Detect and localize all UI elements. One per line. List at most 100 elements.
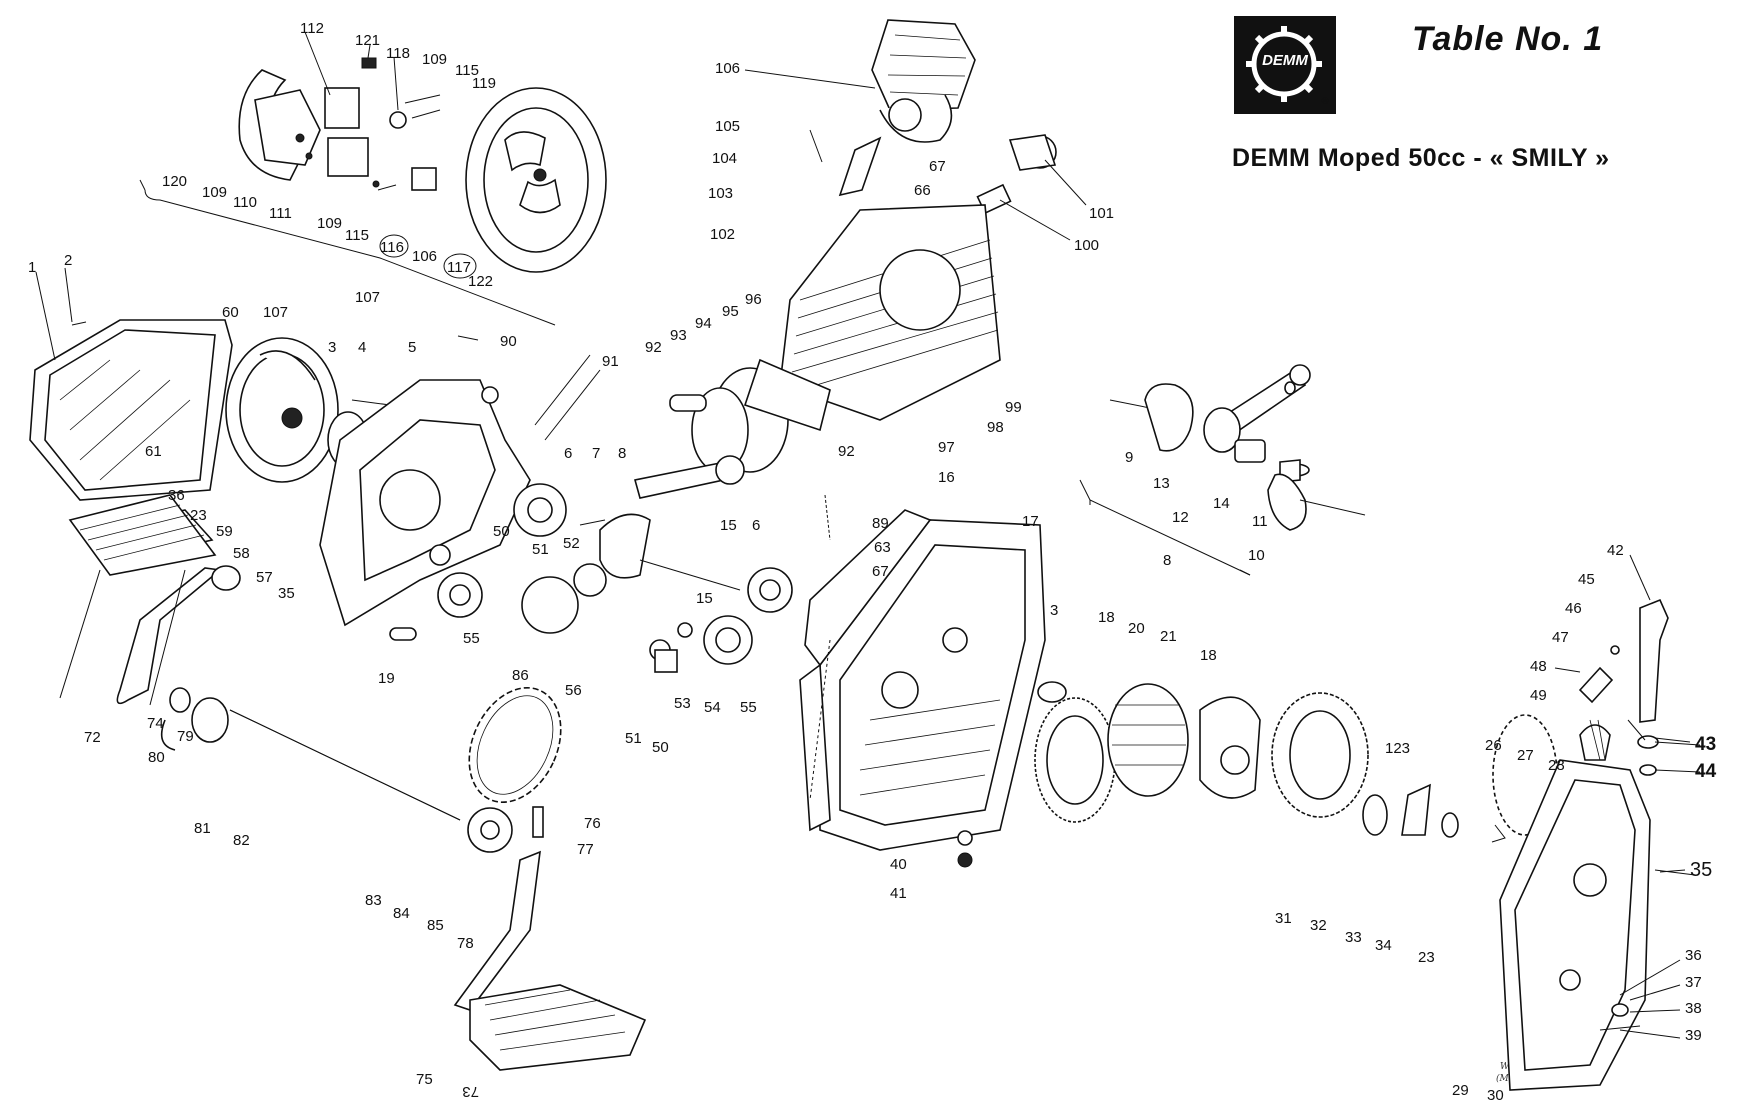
callout-54: 54 xyxy=(704,699,721,716)
callout-3b: 3 xyxy=(1050,602,1058,619)
callout-5: 5 xyxy=(408,339,416,356)
callout-123: 123 xyxy=(1385,740,1410,757)
callout-56: 56 xyxy=(565,682,582,699)
callout-13: 13 xyxy=(1153,475,1170,492)
callout-67b: 67 xyxy=(872,563,889,580)
callout-103: 103 xyxy=(708,185,733,202)
callout-38: 38 xyxy=(1685,1000,1702,1017)
callout-50b: 50 xyxy=(652,739,669,756)
callout-44: 44 xyxy=(1695,761,1717,782)
callout-78: 78 xyxy=(457,935,474,952)
callout-63: 63 xyxy=(874,539,891,556)
callout-95: 95 xyxy=(722,303,739,320)
callout-102: 102 xyxy=(710,226,735,243)
callout-93: 93 xyxy=(670,327,687,344)
callout-49: 49 xyxy=(1530,687,1547,704)
callout-30: 30 xyxy=(1487,1087,1504,1104)
callout-31: 31 xyxy=(1275,910,1292,927)
callout-45: 45 xyxy=(1578,571,1595,588)
callout-90: 90 xyxy=(500,333,517,350)
callout-107b: 107 xyxy=(355,289,380,306)
callout-122: 122 xyxy=(468,273,493,290)
callout-77: 77 xyxy=(577,841,594,858)
callout-72: 72 xyxy=(84,729,101,746)
callout-57: 57 xyxy=(256,569,273,586)
cylinder-drawing xyxy=(669,204,1001,473)
callout-48: 48 xyxy=(1530,658,1547,675)
callout-36b: 36 xyxy=(1685,947,1702,964)
callout-10: 10 xyxy=(1248,547,1265,564)
callout-66: 66 xyxy=(914,182,931,199)
right-crankcase-drawing xyxy=(799,509,1046,868)
callout-112: 112 xyxy=(300,20,324,37)
callout-109c: 109 xyxy=(317,215,342,232)
magneto-group-drawing xyxy=(238,57,607,273)
callout-29: 29 xyxy=(1452,1082,1469,1099)
callout-60: 60 xyxy=(222,304,239,321)
callout-104: 104 xyxy=(712,150,737,167)
model-subtitle: DEMM Moped 50cc - « SMILY » xyxy=(1232,144,1610,172)
callout-40: 40 xyxy=(890,856,907,873)
callout-41: 41 xyxy=(890,885,907,902)
callout-23: 23 xyxy=(190,507,207,524)
callout-23b: 23 xyxy=(1418,949,1435,966)
callout-97: 97 xyxy=(938,439,955,456)
callout-92: 92 xyxy=(645,339,662,356)
callout-92b: 92 xyxy=(838,443,855,460)
table-title: Table No. 1 xyxy=(1412,20,1604,58)
callout-6: 6 xyxy=(564,445,572,462)
leader-lines xyxy=(35,31,1701,1039)
demm-logo: DEMM xyxy=(1234,16,1336,114)
callout-109: 109 xyxy=(422,51,447,68)
callout-1: 1 xyxy=(28,259,36,276)
callout-11: 11 xyxy=(1252,513,1268,530)
lever-drawing xyxy=(1554,598,1669,776)
callout-75: 75 xyxy=(416,1071,433,1088)
callout-106: 106 xyxy=(715,60,740,77)
callout-116: 116 xyxy=(380,239,404,256)
callout-17: 17 xyxy=(1022,513,1039,530)
callout-14: 14 xyxy=(1213,495,1230,512)
callout-86: 86 xyxy=(512,667,529,684)
callout-111: 111 xyxy=(269,205,292,222)
callout-85: 85 xyxy=(427,917,444,934)
callout-9: 9 xyxy=(1125,449,1133,466)
callout-20: 20 xyxy=(1128,620,1145,637)
callout-8b: 8 xyxy=(1163,552,1171,569)
chain-drawing xyxy=(468,686,562,804)
callout-33: 33 xyxy=(1345,929,1362,946)
callout-3: 3 xyxy=(328,339,336,356)
callout-121: 121 xyxy=(355,32,380,49)
callout-15: 15 xyxy=(720,517,737,534)
callout-118: 118 xyxy=(386,45,410,62)
callout-106b: 106 xyxy=(412,248,437,265)
callout-15b: 15 xyxy=(696,590,713,607)
callout-51b: 51 xyxy=(625,730,642,747)
callout-109b: 109 xyxy=(202,184,227,201)
callout-110: 110 xyxy=(233,194,257,211)
registered-mark: ® xyxy=(1320,96,1330,107)
callout-59: 59 xyxy=(216,523,233,540)
callout-96: 96 xyxy=(745,291,762,308)
side-cover-drawing xyxy=(29,319,233,501)
pedal-shaft-drawing xyxy=(160,687,647,1071)
right-cover-drawing xyxy=(1499,719,1696,1091)
callout-81: 81 xyxy=(194,820,211,837)
callout-67: 67 xyxy=(929,158,946,175)
callout-119: 119 xyxy=(472,75,496,92)
callout-55b: 55 xyxy=(740,699,757,716)
callout-61: 61 xyxy=(145,443,162,460)
callout-101: 101 xyxy=(1089,205,1114,222)
callout-21: 21 xyxy=(1160,628,1177,645)
circled-callout-outlines xyxy=(379,234,477,279)
callout-74: 74 xyxy=(147,715,164,732)
callout-84: 84 xyxy=(393,905,410,922)
callout-18b: 18 xyxy=(1200,647,1217,664)
callout-80: 80 xyxy=(148,749,165,766)
callout-91: 91 xyxy=(602,353,619,370)
callout-39: 39 xyxy=(1685,1027,1702,1044)
callout-2: 2 xyxy=(64,252,72,269)
callout-43: 43 xyxy=(1695,734,1716,755)
crankshaft-drawing xyxy=(389,455,793,673)
